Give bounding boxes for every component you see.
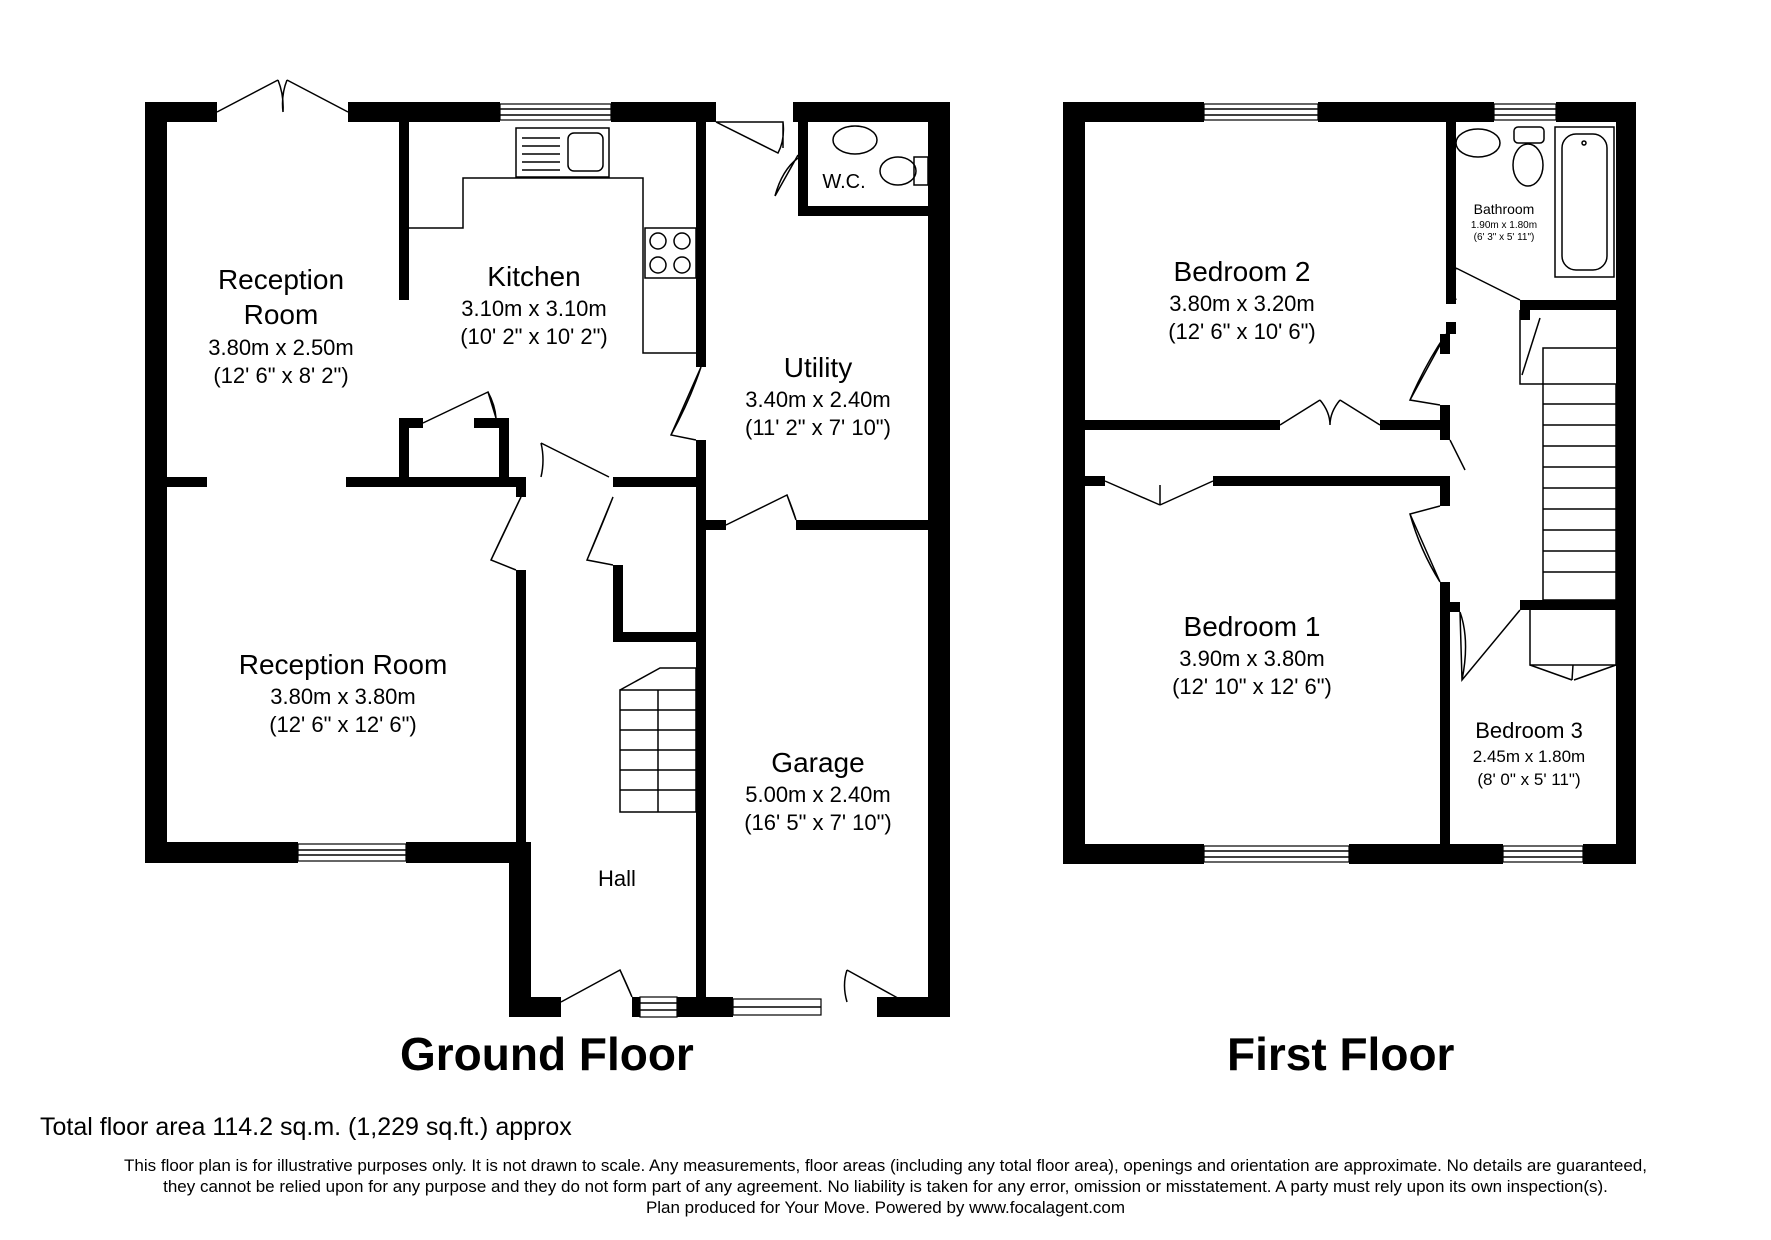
bathroom-metric: 1.90m x 1.80m	[1471, 220, 1537, 231]
disclaimer-line-2: they cannot be relied upon for any purpo…	[163, 1177, 1608, 1196]
utility-imperial: (11' 2" x 7' 10")	[745, 415, 891, 440]
reception-room-rear-name: Reception Room	[239, 649, 448, 680]
bedroom-2-imperial: (12' 6" x 10' 6")	[1168, 319, 1316, 344]
bedroom-3-name: Bedroom 3	[1475, 718, 1583, 743]
disclaimer-line-3: Plan produced for Your Move. Powered by …	[645, 1198, 1126, 1217]
utility-name: Utility	[784, 352, 852, 383]
bedroom-1-name: Bedroom 1	[1184, 611, 1321, 642]
total-floor-area: Total floor area 114.2 sq.m. (1,229 sq.f…	[40, 1113, 572, 1141]
reception-room-rear-imperial: (12' 6" x 12' 6")	[269, 712, 417, 737]
reception-room-rear-metric: 3.80m x 3.80m	[270, 684, 416, 709]
bedroom-2-name: Bedroom 2	[1174, 256, 1311, 287]
reception-room-front-name-line2: Room	[244, 299, 319, 330]
wc-name: W.C.	[822, 171, 865, 193]
garage-metric: 5.00m x 2.40m	[745, 782, 891, 807]
first-floor-title: First Floor	[1227, 1028, 1455, 1080]
bathroom-imperial: (6' 3" x 5' 11")	[1474, 232, 1535, 243]
ground-floor-title: Ground Floor	[400, 1028, 694, 1080]
kitchen-metric: 3.10m x 3.10m	[461, 296, 607, 321]
kitchen-name: Kitchen	[487, 261, 580, 292]
disclaimer-line-1: This floor plan is for illustrative purp…	[124, 1156, 1647, 1175]
reception-room-front-imperial: (12' 6" x 8' 2")	[213, 363, 348, 388]
garage-name: Garage	[771, 747, 864, 778]
reception-room-front-name-line1: Reception	[218, 264, 344, 295]
ground-floor-plan: Reception Room 3.80m x 2.50m (12' 6" x 8…	[145, 79, 950, 1018]
bedroom-1-imperial: (12' 10" x 12' 6")	[1172, 674, 1332, 699]
hall-name: Hall	[598, 866, 636, 891]
reception-room-front-metric: 3.80m x 2.50m	[208, 335, 354, 360]
bedroom-3-imperial: (8' 0" x 5' 11")	[1477, 770, 1580, 789]
disclaimer: This floor plan is for illustrative purp…	[20, 1155, 1751, 1218]
kitchen-imperial: (10' 2" x 10' 2")	[460, 324, 608, 349]
utility-metric: 3.40m x 2.40m	[745, 387, 891, 412]
first-floor-plan: Bedroom 2 3.80m x 3.20m (12' 6" x 10' 6"…	[1063, 102, 1636, 864]
bedroom-1-metric: 3.90m x 3.80m	[1179, 646, 1325, 671]
bedroom-2-metric: 3.80m x 3.20m	[1169, 291, 1315, 316]
bathroom-name: Bathroom	[1474, 201, 1535, 217]
garage-imperial: (16' 5" x 7' 10")	[744, 810, 892, 835]
bedroom-3-metric: 2.45m x 1.80m	[1473, 747, 1585, 766]
